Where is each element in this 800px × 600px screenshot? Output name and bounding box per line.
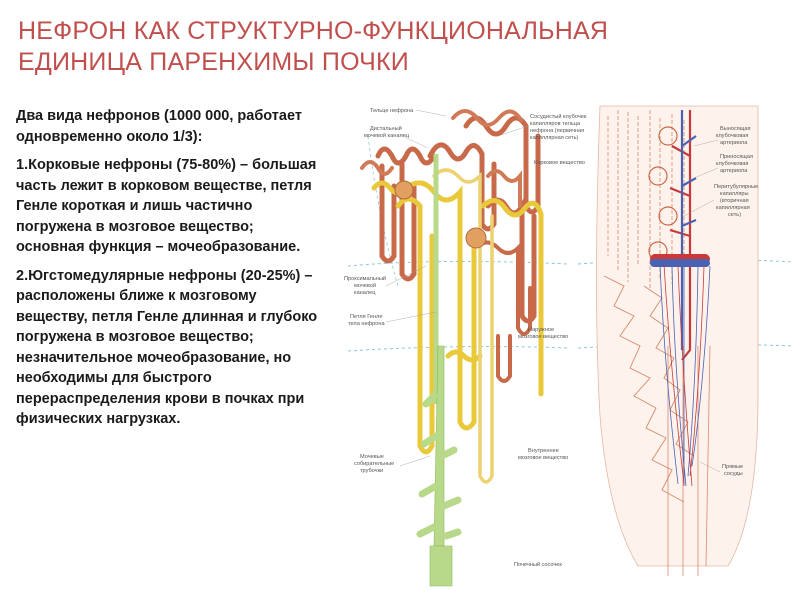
point-cortical-nephrons: 1.Корковые нефроны (75-80%) – большая ча…: [16, 157, 317, 255]
figure-labels: Тельце нефрона Дистальный мочевой канале…: [344, 108, 758, 568]
label-glomerulus-2: капилляров тельца: [530, 121, 581, 127]
label-afferent-3: артериола: [720, 168, 748, 174]
label-peritubular-4: капиллярная: [716, 205, 750, 211]
label-outer-medulla-1: Наружное: [528, 327, 554, 333]
title-line-2: ЕДИНИЦА ПАРЕНХИМЫ ПОЧКИ: [18, 48, 409, 76]
label-collecting-2: собирательные: [354, 461, 394, 467]
vein: [680, 110, 697, 350]
label-afferent-1: Приносящая: [720, 154, 753, 160]
label-collecting-1: Мочевые: [360, 454, 384, 460]
label-proximal-1: Проксимальный: [344, 275, 386, 282]
label-loop-1: Петля Генле: [350, 314, 382, 320]
label-collecting-3: трубочки: [360, 468, 383, 474]
label-papilla: Почечный сосочек: [514, 561, 562, 568]
label-nephron-body: Тельце нефрона: [370, 108, 414, 114]
label-efferent-3: артериола: [720, 140, 748, 146]
label-distal-1: Дистальный: [370, 125, 402, 132]
label-peritubular-3: (вторичная: [720, 198, 749, 204]
cortex-boundary-left: [347, 260, 569, 267]
label-proximal-2: мочевой: [354, 282, 376, 289]
label-peritubular-1: Перитубулярные: [714, 184, 758, 190]
label-glomerulus-1: Сосудистый клубочек: [530, 113, 587, 120]
juxtamedullary-tubules: [371, 180, 544, 455]
label-glomerulus-4: капиллярная сеть): [530, 135, 578, 141]
label-proximal-3: каналец: [354, 290, 376, 296]
glomerulus-1: [394, 180, 414, 200]
cortical-tubules: [375, 115, 541, 324]
label-cortex: Корковое вещество: [534, 160, 585, 166]
label-outer-medulla-2: мозговое вещество: [518, 334, 568, 340]
title-line-1: НЕФРОН КАК СТРУКТУРНО-ФУНКЦИОНАЛЬНАЯ: [18, 17, 609, 45]
label-vasa-recta-2: сосуды: [724, 471, 743, 477]
label-peritubular-2: капилляры: [720, 191, 749, 197]
label-vasa-recta-1: Прямые: [722, 464, 743, 470]
label-glomerulus-3: нефрона (первичная: [530, 128, 584, 134]
glomerulus-2: [465, 227, 487, 249]
nephron-illustration: Тельце нефрона Дистальный мочевой канале…: [338, 96, 800, 600]
label-inner-medulla-1: Внутреннее: [528, 448, 559, 454]
label-afferent-2: клубочковая: [716, 161, 748, 167]
vascular-drawing: [596, 105, 759, 576]
label-efferent-2: клубочковая: [716, 133, 748, 139]
label-inner-medulla-2: мозговое вещество: [518, 455, 568, 461]
arcuate-vein: [650, 259, 710, 267]
slide-title: НЕФРОН КАК СТРУКТУРНО-ФУНКЦИОНАЛЬНАЯ ЕДИ…: [18, 16, 778, 78]
label-distal-2: мочевой каналец: [364, 132, 410, 139]
nephron-drawing: [360, 109, 544, 587]
label-peritubular-5: сеть): [728, 212, 741, 218]
label-efferent-1: Выносящая: [720, 126, 751, 132]
intro-paragraph: Два вида нефронов (1000 000, работает од…: [16, 108, 302, 145]
body-text: Два вида нефронов (1000 000, работает од…: [16, 106, 320, 438]
point-juxtamedullary-nephrons: 2.Югстомедулярные нефроны (20-25%) – рас…: [16, 267, 318, 428]
label-loop-2: тела нефрона: [348, 321, 385, 327]
